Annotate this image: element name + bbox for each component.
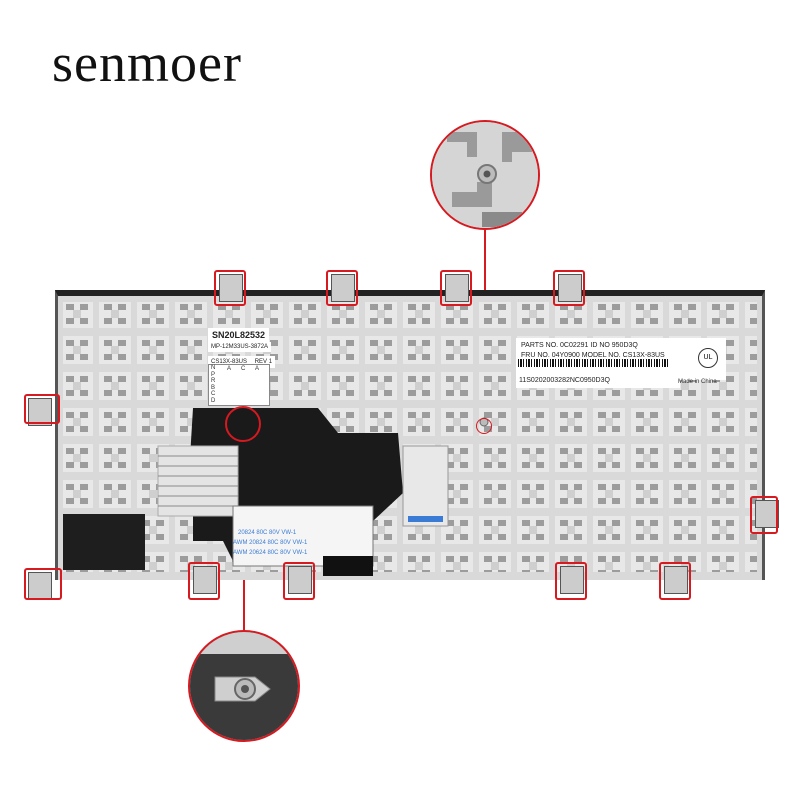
cs-text: CS13X-83US	[211, 359, 248, 365]
zoom-circle-top	[430, 120, 540, 230]
barcode	[518, 359, 668, 367]
highlight-tab-bottom-4	[659, 562, 691, 600]
grid-row-label: N	[211, 365, 216, 371]
parts-line-1: PARTS NO. 0C02291 ID NO 950D3Q	[521, 342, 638, 349]
highlight-tab-left-2	[24, 568, 62, 600]
highlight-tab-top-2	[326, 270, 358, 306]
parts-line-2: FRU NO. 04Y0900 MODEL NO. CS13X-83US	[521, 352, 665, 359]
brand-logo: senmoer	[52, 33, 242, 93]
highlight-screw-center	[225, 406, 261, 442]
grid-col-label: A	[255, 366, 260, 372]
highlight-tab-left-1	[24, 394, 60, 424]
mounting-tab	[193, 566, 217, 594]
grid-row-label: B	[211, 384, 216, 391]
ribbon-text-1: 20824 80C 80V VW-1	[238, 530, 297, 536]
grid-row-label: D	[211, 397, 216, 404]
grid-row-label: P	[211, 371, 216, 378]
mounting-tab	[288, 566, 312, 594]
mp-label: MP-12M33US-3872A	[208, 342, 272, 352]
keyboard-plate: SN20L82532 MP-12M33US-3872A CS13X-83US R…	[55, 290, 765, 580]
grid-row-label: R	[211, 378, 216, 384]
rev-text: REV 1	[254, 359, 273, 365]
highlight-tab-bottom-1	[188, 562, 220, 600]
serial-label: 11S0202003282NC0950D3Q	[516, 374, 680, 388]
ribbon-text-3: AWM 20624 80C 80V VW-1	[233, 550, 308, 556]
ribbon-text-2: AWM 20824 80C 80V VW-1	[233, 540, 308, 546]
mounting-tab	[664, 566, 688, 594]
mounting-tab	[560, 566, 584, 594]
highlight-tab-top-3	[440, 270, 472, 306]
highlight-tab-bottom-2	[283, 562, 315, 600]
highlight-screw-right	[476, 418, 492, 434]
made-in-label: Made in China	[678, 379, 717, 385]
zoom-circle-bottom	[188, 630, 300, 742]
ul-mark: UL	[698, 348, 718, 368]
sn-label: SN20L82532	[208, 328, 270, 342]
highlight-tab-bottom-3	[555, 562, 587, 600]
grid-col-label: C	[241, 366, 246, 372]
highlight-tab-top-4	[553, 270, 585, 306]
mounting-tab	[331, 274, 355, 302]
grid-col-label: A	[227, 366, 232, 372]
highlight-tab-top-1	[214, 270, 246, 306]
mounting-tab	[28, 572, 52, 600]
mounting-tab	[755, 500, 779, 528]
mounting-tab	[28, 398, 52, 426]
mounting-tab	[219, 274, 243, 302]
mounting-tab	[558, 274, 582, 302]
mounting-tab	[445, 274, 469, 302]
highlight-tab-right	[750, 496, 778, 534]
grid-row-label: C	[211, 391, 216, 397]
